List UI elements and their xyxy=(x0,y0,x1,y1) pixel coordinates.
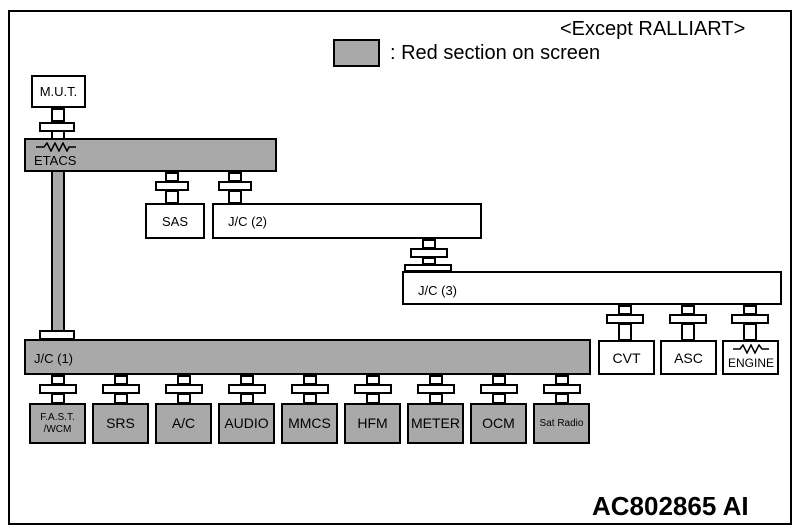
jc1-module-label: MMCS xyxy=(288,415,331,432)
jc1-module-label: F.A.S.T. /WCM xyxy=(40,412,75,435)
jc1-module-box: F.A.S.T. /WCM xyxy=(29,403,86,444)
jc1-module-label: METER xyxy=(411,415,460,432)
resistor-icon xyxy=(36,142,76,152)
jc3-engine-link-lower xyxy=(743,323,757,341)
engine-box: ENGINE xyxy=(722,340,779,375)
jc3-label: J/C (3) xyxy=(418,283,457,298)
jc1-bar: J/C (1) xyxy=(24,339,591,375)
asc-box: ASC xyxy=(660,340,717,375)
jc1-module-box: OCM xyxy=(470,403,527,444)
jc2-bar: J/C (2) xyxy=(212,203,482,239)
jc1-module-label: A/C xyxy=(171,415,196,432)
jc1-module-label: AUDIO xyxy=(224,415,269,432)
jc1-module-box: A/C xyxy=(155,403,212,444)
jc3-cvt-link-lower xyxy=(618,323,632,341)
jc1-module-box: Sat Radio xyxy=(533,403,590,444)
etacs-jc1-line xyxy=(51,172,65,332)
etacs-label: ETACS xyxy=(34,153,77,168)
engine-label: ENGINE xyxy=(728,356,775,370)
jc1-module-box: HFM xyxy=(344,403,401,444)
etacs-bar: ETACS xyxy=(24,138,277,172)
jc2-label: J/C (2) xyxy=(228,214,267,229)
mut-label: M.U.T. xyxy=(39,84,78,99)
mut-box: M.U.T. xyxy=(31,75,86,108)
etacs-sas-link-lower xyxy=(165,190,179,204)
jc1-module-box: AUDIO xyxy=(218,403,275,444)
diagram-frame xyxy=(8,10,792,525)
resistor-icon xyxy=(733,344,769,354)
jc3-asc-link-lower xyxy=(681,323,695,341)
jc1-module-label: Sat Radio xyxy=(539,417,584,429)
jc3-bar: J/C (3) xyxy=(402,271,782,305)
etacs-jc2-link-lower xyxy=(228,190,242,204)
jc1-module-label: SRS xyxy=(106,415,135,432)
mut-etacs-link xyxy=(51,108,65,122)
jc1-module-box: MMCS xyxy=(281,403,338,444)
cvt-box: CVT xyxy=(598,340,655,375)
asc-label: ASC xyxy=(674,349,703,366)
jc1-label: J/C (1) xyxy=(34,351,73,366)
jc1-module-label: OCM xyxy=(482,415,515,432)
cvt-label: CVT xyxy=(612,349,641,366)
jc1-module-box: METER xyxy=(407,403,464,444)
legend-swatch xyxy=(333,39,380,67)
sas-box: SAS xyxy=(145,203,205,239)
jc1-module-box: SRS xyxy=(92,403,149,444)
variant-note: <Except RALLIART> xyxy=(560,18,746,40)
jc1-module-label: HFM xyxy=(357,415,388,432)
sas-label: SAS xyxy=(161,213,188,229)
figure-id: AC802865 AI xyxy=(592,491,749,521)
legend-text: : Red section on screen xyxy=(390,42,601,64)
